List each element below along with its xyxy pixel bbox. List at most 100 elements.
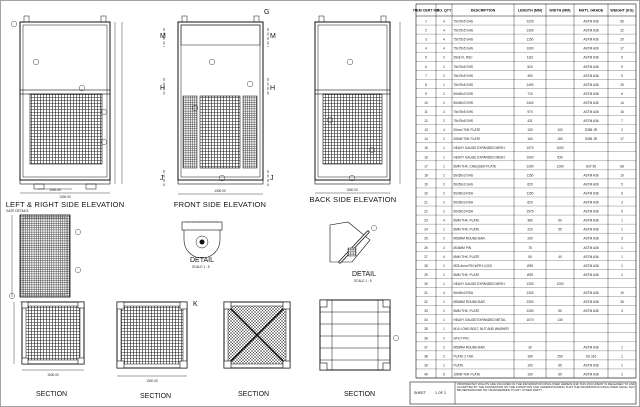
- bom-cell: 620: [527, 182, 533, 186]
- bom-cell: 18: [424, 173, 428, 177]
- bom-cell: 4: [443, 38, 445, 42]
- bom-cell: SS 316: [586, 354, 597, 358]
- bom-cell: ASTM A36: [583, 92, 598, 96]
- bom-cell: ASTM A36: [583, 74, 598, 78]
- section-3: SECTION: [223, 301, 291, 398]
- bom-cell: 2: [443, 101, 445, 105]
- bom-cell: 20MM THK PLATE: [454, 137, 481, 141]
- section-mark-h-left: H: [160, 85, 165, 92]
- bom-cell: 50x50x3 SHS: [454, 182, 474, 186]
- bom-cell: 2: [443, 119, 445, 123]
- bom-cell: 25: [424, 237, 428, 241]
- section-mark-h-right: H: [270, 85, 275, 92]
- section-mark-m-left: M: [160, 33, 166, 40]
- bom-cell: 1110: [527, 56, 534, 60]
- bom-cell: 200: [527, 237, 533, 241]
- bom-cell: 14: [620, 101, 624, 105]
- bom-cell: S355 JR: [585, 128, 598, 132]
- bom-cell: 1: [621, 345, 623, 349]
- bom-cell: 50: [528, 255, 532, 259]
- detail-2-title: DETAIL: [352, 271, 376, 278]
- bom-cell: ASTM A36: [583, 210, 598, 214]
- bom-cell: 32: [424, 300, 428, 304]
- bom-cell: ASTM A36: [583, 65, 598, 69]
- bom-cell: 2: [443, 201, 445, 205]
- bom-cell: 39: [424, 363, 428, 367]
- bom-cell: 50: [558, 309, 562, 313]
- bom-cell: 20mm THK PLATE: [454, 128, 481, 132]
- bom-cell: 1: [443, 300, 445, 304]
- bom-cell: 520: [527, 65, 533, 69]
- sheet-value: 1 OF 2: [435, 391, 446, 395]
- bom-cell: 33: [424, 309, 428, 313]
- bom-cell: 50: [558, 219, 562, 223]
- bom-cell: 2: [443, 173, 445, 177]
- bom-cell: 50x50x3 RSA: [454, 291, 474, 295]
- bom-cell: 55: [558, 228, 562, 232]
- bom-cell: 100: [527, 363, 533, 367]
- back-elevation-title: BACK SIDE ELEVATION: [310, 195, 397, 204]
- bom-cell: HEAVY GAUGE EXPANDED METAL: [454, 318, 507, 322]
- bom-cell: ASTM A36: [583, 300, 598, 304]
- bom-cell: 75x75x5 SHS: [454, 47, 474, 51]
- bom-cell: ASTM A36: [583, 119, 598, 123]
- bom-cell: 6MM THK. CHEQUER PLATE: [454, 164, 497, 168]
- bom-cell: 1: [443, 228, 445, 232]
- bom-cell: 2: [443, 92, 445, 96]
- bom-cell: 75x75x5 SHS: [454, 38, 474, 42]
- bom-cell: 2: [425, 29, 427, 33]
- bom-cell: 75: [528, 246, 532, 250]
- bom-cell: 17: [620, 137, 624, 141]
- detail-1-scale: SCALE 1 : 5: [192, 265, 210, 269]
- bom-cell: 1150: [527, 191, 534, 195]
- bom-cell: ASTM A36: [583, 20, 598, 24]
- bom-cell: ASTM A36: [583, 83, 598, 87]
- bom-cell: 19: [424, 182, 428, 186]
- bom-cell: 2: [443, 110, 445, 114]
- bom-cell: 75x75x5 SHS: [454, 29, 474, 33]
- bom-cell: 3: [621, 237, 623, 241]
- section-4: SECTION: [319, 299, 399, 398]
- bom-cell: 1400: [526, 101, 533, 105]
- bom-cell: 7: [621, 119, 623, 123]
- bom-cell: 75x75x5 SHS: [454, 83, 474, 87]
- bom-cell: 2: [443, 65, 445, 69]
- bom-cell: 2: [443, 191, 445, 195]
- bom-cell: 10: [620, 291, 624, 295]
- section-2-dim: 1300.00: [146, 379, 158, 383]
- bom-cell: 10MM THK PLATE: [454, 372, 481, 376]
- bom-cell: 6MM THK. PLATE: [454, 228, 480, 232]
- bom-cell: 17: [620, 47, 624, 51]
- bom-cell: 50x50x3 SHS: [454, 173, 474, 177]
- bom-cell: 24: [424, 228, 428, 232]
- detail-1: DETAIL SCALE 1 : 5: [181, 221, 223, 269]
- bom-cell: 1200: [526, 282, 533, 286]
- bom-cell: 530: [557, 155, 563, 159]
- bom-cell: 250: [557, 354, 563, 358]
- bom-cell: 1575: [526, 210, 533, 214]
- bom-cell: 3: [621, 201, 623, 205]
- bom-cell: 27: [424, 255, 428, 259]
- bom-cell: ASTM A36: [583, 291, 598, 295]
- bom-cell: 1070: [526, 146, 533, 150]
- bom-cell: ASTM A36: [583, 38, 598, 42]
- bom-cell: 9: [621, 74, 623, 78]
- bom-cell: 6: [425, 65, 427, 69]
- bom-cell: 3: [425, 38, 427, 42]
- bom-cell: 50x50x3 SHS: [454, 92, 474, 96]
- bom-cell: ASTM A36: [583, 191, 598, 195]
- bom-cell: 1000: [556, 146, 563, 150]
- bom-cell: M10 LONG BOLT, NUT AND WASHER: [454, 327, 510, 331]
- bom-cell: 2: [443, 273, 445, 277]
- bom-cell: ASTM A36: [583, 29, 598, 33]
- bom-cell: 6MM THK. PLATE: [454, 255, 480, 259]
- bom-cell: HEAVY GAUGE EXPANDED MESH: [454, 282, 506, 286]
- bom-cell: ASTM A36: [583, 101, 598, 105]
- bom-cell: 1: [621, 273, 623, 277]
- bom-cell: 2225: [526, 20, 533, 24]
- bom-cell: 1: [443, 146, 445, 150]
- sheet-footer: SHEET 1 OF 2 PROPRIETARY RIGHTS ARE INCL…: [409, 381, 637, 405]
- bom-cell: 490: [527, 74, 533, 78]
- bom-cell: ASTM A36: [583, 201, 598, 205]
